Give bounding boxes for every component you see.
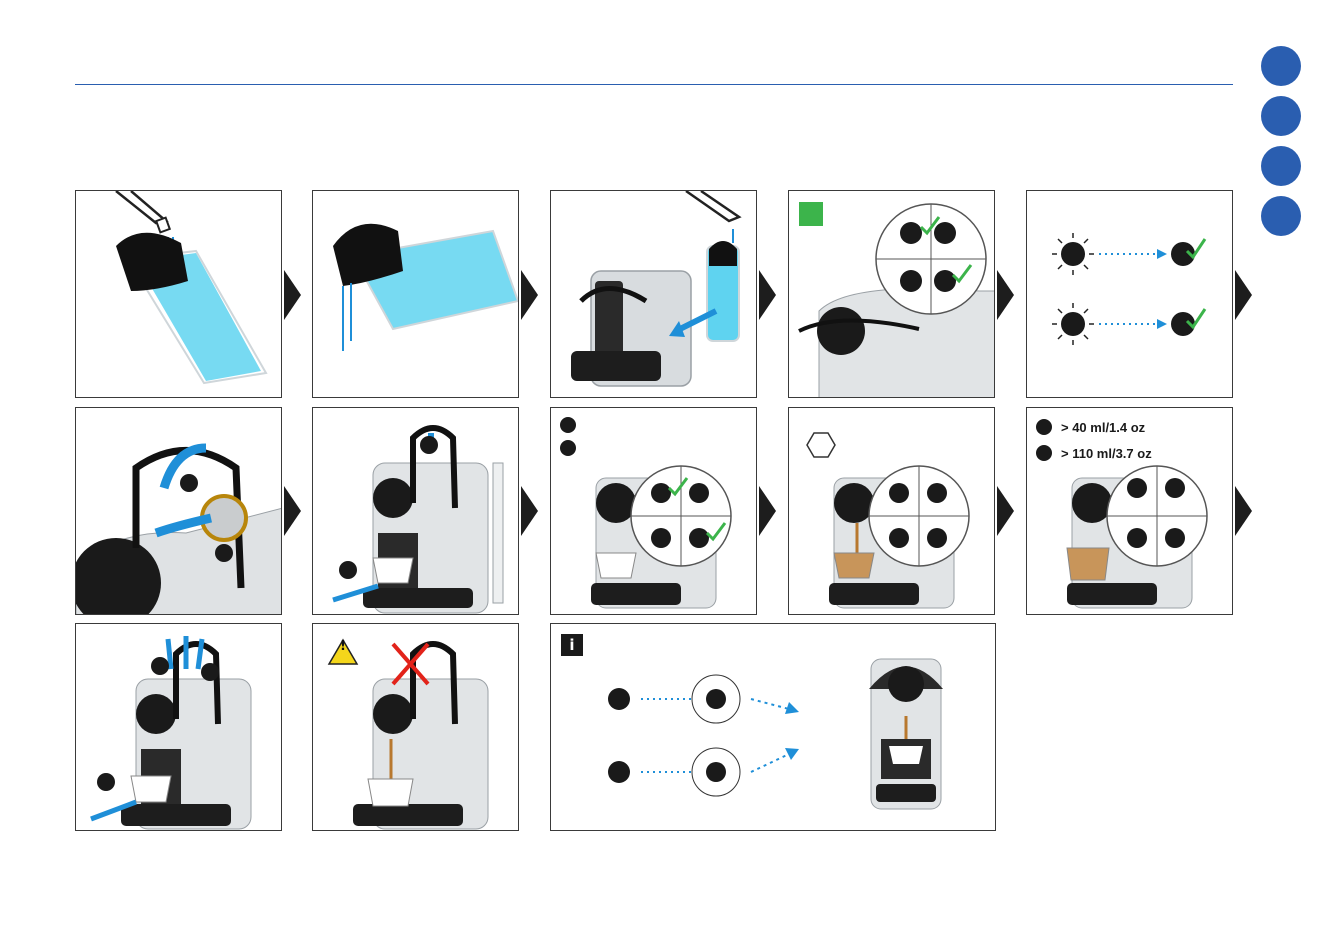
open-lever-illustration bbox=[76, 408, 282, 615]
step-arrow bbox=[997, 270, 1014, 320]
info-panel-reset: i bbox=[550, 623, 996, 831]
program-volume-illustration bbox=[551, 408, 757, 615]
espresso-volume-label: > 40 ml/1.4 oz bbox=[1061, 420, 1145, 435]
warning-symbol: ! bbox=[337, 639, 349, 654]
step-heating-indicator bbox=[1026, 190, 1233, 398]
step-arrow bbox=[1235, 486, 1252, 536]
info-illustration bbox=[551, 624, 996, 831]
remove-cup-illustration bbox=[76, 624, 282, 831]
place-cup-illustration bbox=[313, 408, 519, 615]
step-arrow bbox=[1235, 270, 1252, 320]
header-rule bbox=[75, 84, 1233, 85]
lungo-cup-icon bbox=[1036, 445, 1052, 461]
volume-settings-illustration bbox=[1027, 408, 1233, 615]
nav-tab-4[interactable] bbox=[1261, 196, 1301, 236]
step-program-volume bbox=[550, 407, 757, 615]
power-on-illustration bbox=[789, 191, 995, 398]
step-volume-settings: > 40 ml/1.4 oz > 110 ml/3.7 oz bbox=[1026, 407, 1233, 615]
step-arrow bbox=[284, 270, 301, 320]
warning-lever-illustration bbox=[313, 624, 519, 831]
step-warning-lever: ! bbox=[312, 623, 519, 831]
heating-illustration bbox=[1027, 191, 1233, 398]
nav-tab-2[interactable] bbox=[1261, 96, 1301, 136]
step-arrow bbox=[284, 486, 301, 536]
step-remove-cup bbox=[75, 623, 282, 831]
insert-tank-illustration bbox=[551, 191, 757, 398]
step-fill-water-tank bbox=[75, 190, 282, 398]
program-hexagon bbox=[807, 433, 835, 457]
step-rinse-tank bbox=[312, 190, 519, 398]
step-insert-tank bbox=[550, 190, 757, 398]
step-brewing bbox=[788, 407, 995, 615]
step-arrow bbox=[521, 486, 538, 536]
fill-tank-illustration bbox=[76, 191, 282, 398]
step-arrow bbox=[521, 270, 538, 320]
espresso-cup-icon bbox=[1036, 419, 1052, 435]
step-place-cup bbox=[312, 407, 519, 615]
step-arrow bbox=[759, 486, 776, 536]
step-open-lever bbox=[75, 407, 282, 615]
step-arrow bbox=[759, 270, 776, 320]
lungo-volume-label: > 110 ml/3.7 oz bbox=[1061, 446, 1152, 461]
nav-tab-1[interactable] bbox=[1261, 46, 1301, 86]
rinse-tank-illustration bbox=[313, 191, 519, 398]
step-arrow bbox=[997, 486, 1014, 536]
brewing-illustration bbox=[789, 408, 995, 615]
step-power-on bbox=[788, 190, 995, 398]
nav-tab-3[interactable] bbox=[1261, 146, 1301, 186]
